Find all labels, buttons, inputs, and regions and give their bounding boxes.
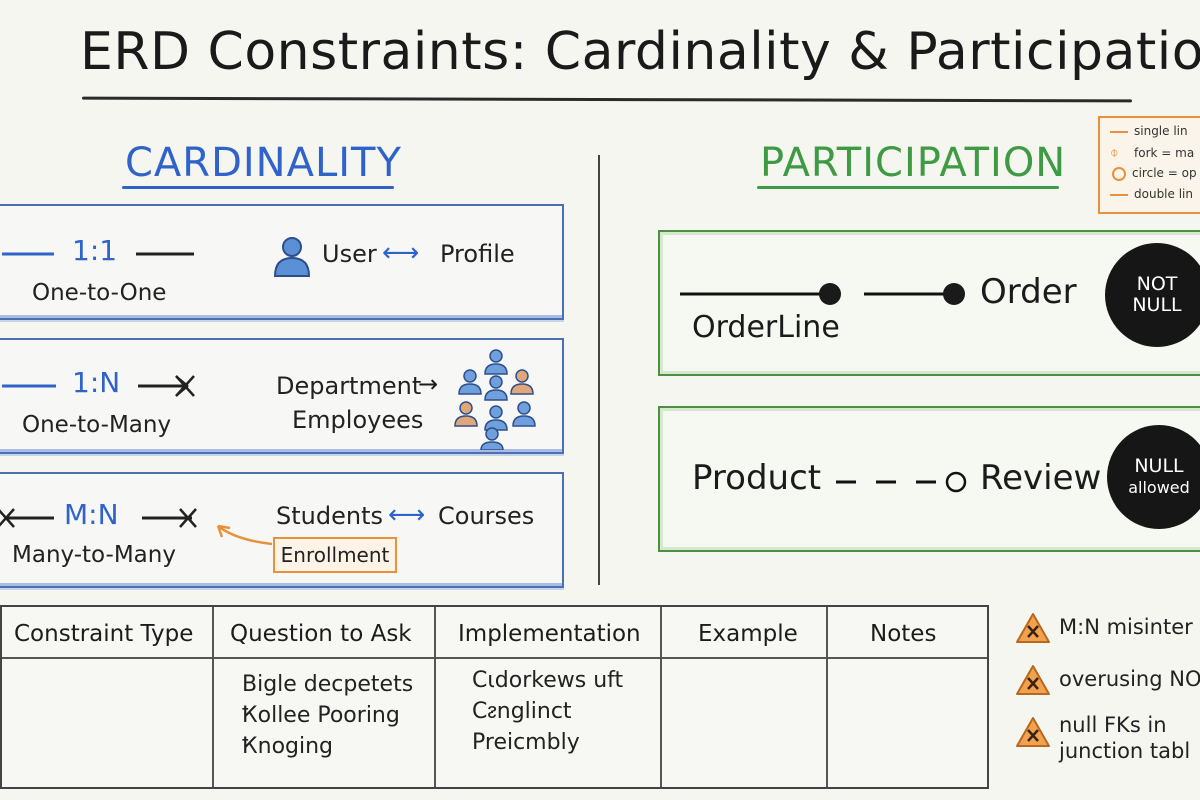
entity-orderline: OrderLine xyxy=(692,310,840,345)
example-employees: Employees xyxy=(292,406,424,434)
entity-review: Review xyxy=(980,458,1102,498)
entity-product: Product xyxy=(692,458,822,498)
table-header-notes: Notes xyxy=(870,621,937,647)
null-allowed-badge: NULL allowed xyxy=(1112,430,1200,524)
one-to-one-lines xyxy=(2,252,194,256)
participation-heading: PARTICIPATION xyxy=(760,140,1067,186)
label-one-to-many: One-to-Many xyxy=(22,412,172,438)
warning-icon xyxy=(1016,665,1050,695)
many-to-many-lines xyxy=(0,508,273,546)
arrow-right-icon: → xyxy=(418,370,439,398)
participation-underline xyxy=(757,186,1059,189)
one-to-many-lines xyxy=(2,375,195,397)
junction-enrollment: Enrollment xyxy=(273,537,397,573)
warning-mn-misinterpretation: M:N misinter xyxy=(1015,612,1193,644)
entity-order: Order xyxy=(980,272,1077,312)
table-cell-implementation: Cιdorkews uft Cᴤnglinct Preicmbly xyxy=(472,668,624,755)
bidirectional-arrow-icon: ⟷ xyxy=(388,500,426,530)
example-courses: Courses xyxy=(438,502,535,530)
cardinality-heading: CARDINALITY xyxy=(125,140,402,186)
notation-legend: single lin ⌽fork = ma circle = op double… xyxy=(1098,116,1200,214)
notation-1-1: 1:1 xyxy=(72,234,118,267)
bidirectional-arrow-icon: ⟷ xyxy=(382,238,420,268)
constraints-table: Constraint Type Question to Ask Implemen… xyxy=(0,605,989,789)
example-profile: Profile xyxy=(440,240,515,268)
table-header-question: Question to Ask xyxy=(230,621,412,647)
warning-icon xyxy=(1016,717,1050,747)
example-students: Students xyxy=(276,502,383,530)
table-header-example: Example xyxy=(698,621,798,647)
title-underline xyxy=(81,96,1133,103)
page-title: ERD Constraints: Cardinality & Participa… xyxy=(80,22,1200,82)
cardinality-one-to-one: 1:1 One-to-One User ⟷ Profile xyxy=(0,204,564,320)
table-cell-question: Bigle decpetets Ҟollee Pooring Ҟnoging xyxy=(242,672,414,759)
example-department: Department xyxy=(276,372,422,400)
cardinality-underline xyxy=(122,186,394,189)
notation-1-n: 1:N xyxy=(72,366,121,399)
circle-icon xyxy=(1112,166,1126,181)
table-header-implementation: Implementation xyxy=(458,621,641,647)
legend-row-circle: circle = op xyxy=(1110,166,1197,181)
mandatory-relationship-lines xyxy=(680,283,965,305)
warning-overusing-not-null: overusing NO xyxy=(1015,664,1200,696)
optional-relationship-lines xyxy=(836,471,967,493)
legend-row-fork: ⌽fork = ma xyxy=(1110,145,1195,161)
not-null-badge: NOT NULL xyxy=(1110,248,1200,342)
employees-group-icon xyxy=(454,349,536,450)
label-one-to-one: One-to-One xyxy=(32,280,167,306)
example-user: User xyxy=(322,240,377,268)
participation-optional: Product Review xyxy=(658,406,1200,552)
notation-m-n: M:N xyxy=(64,498,119,531)
table-header-constraint-type: Constraint Type xyxy=(14,621,194,647)
cardinality-one-to-many: 1:N One-to-Many Department → Employees xyxy=(0,338,564,454)
user-icon xyxy=(273,237,311,277)
warning-icon xyxy=(1016,613,1050,643)
participation-mandatory: OrderLine Order xyxy=(658,230,1200,376)
legend-row-double: double lin xyxy=(1110,187,1193,201)
section-divider xyxy=(598,155,600,585)
label-many-to-many: Many-to-Many xyxy=(12,542,176,568)
fork-icon: ⌽ xyxy=(1110,145,1119,161)
legend-row-single: single lin xyxy=(1110,124,1188,138)
